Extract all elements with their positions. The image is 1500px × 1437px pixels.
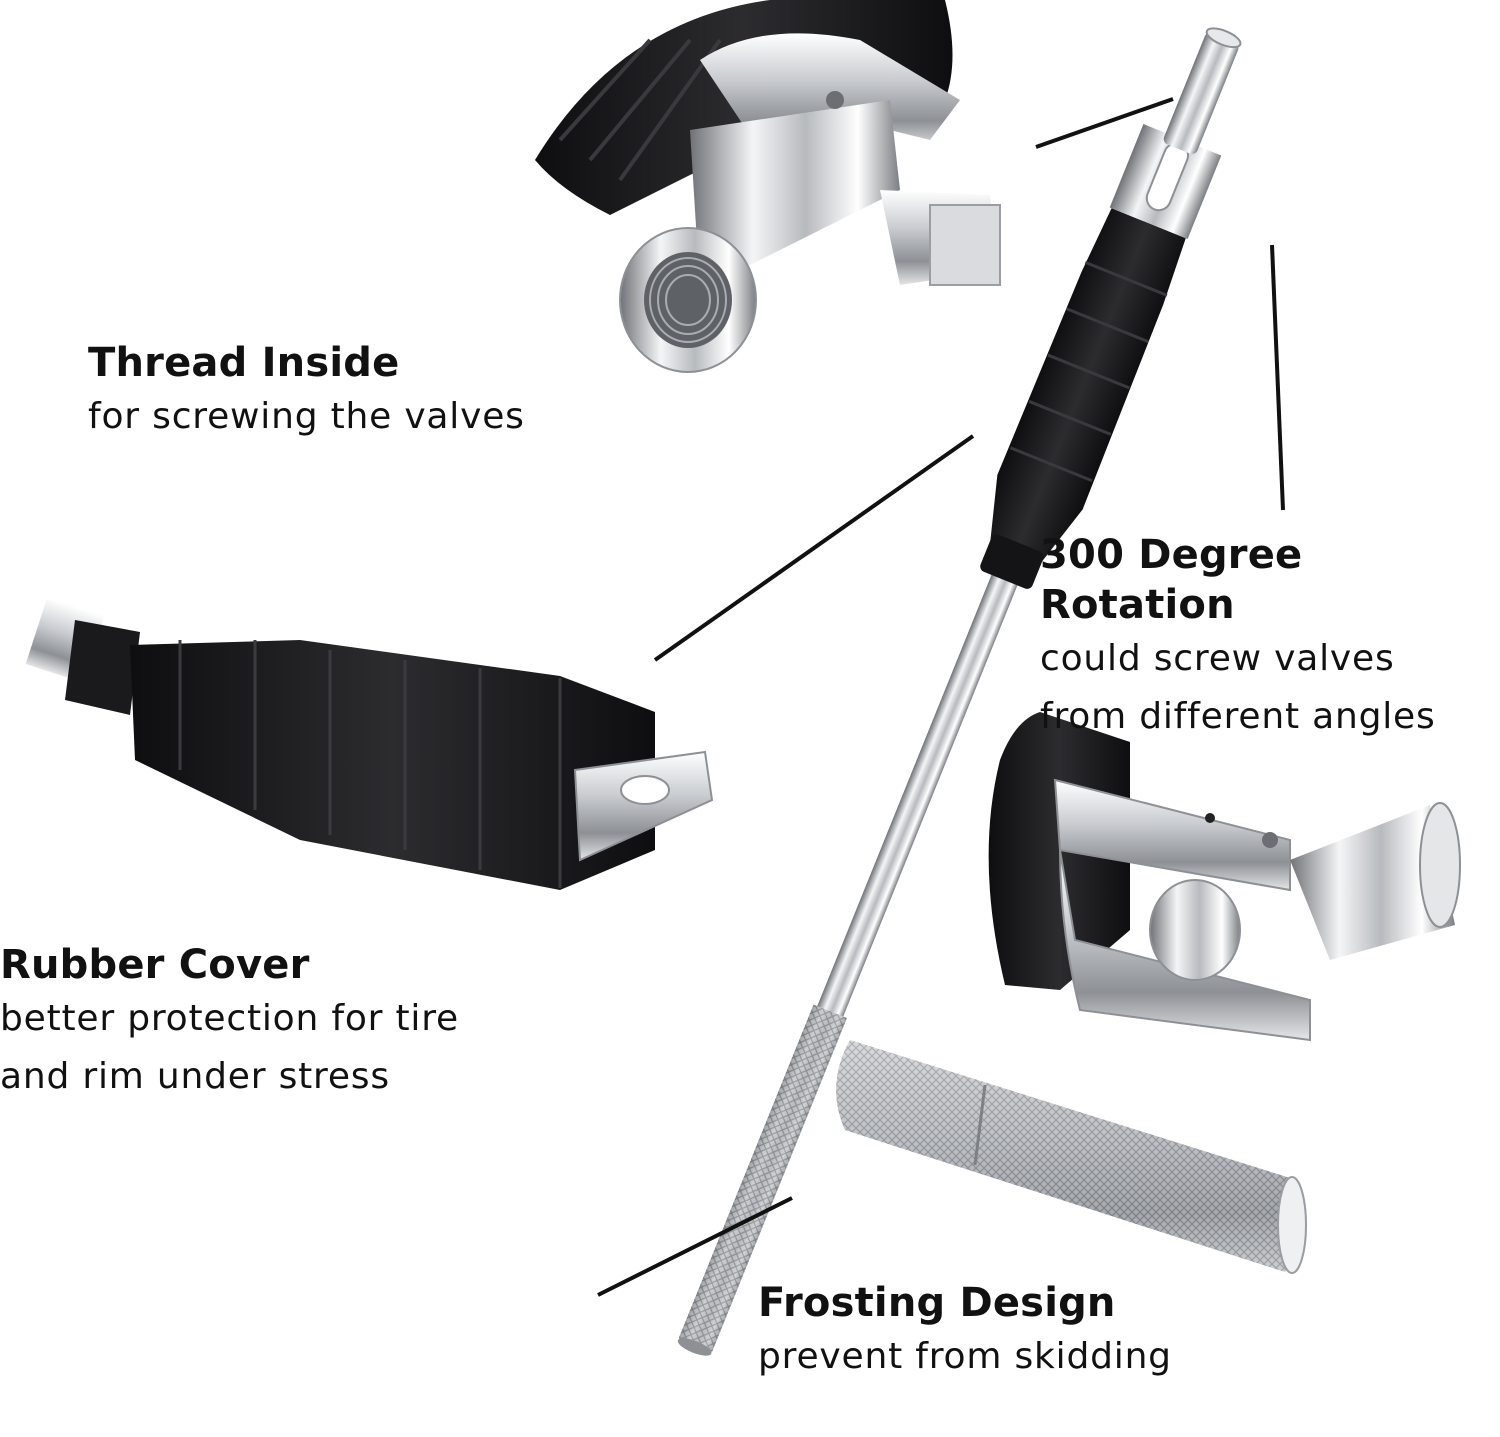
callout-desc-line: better protection for tire [0, 998, 459, 1039]
rotating-pin [1163, 32, 1239, 154]
leader-frosting [597, 1196, 793, 1297]
callout-thread-inside: Thread Inside for screwing the valves [88, 338, 525, 446]
callout-title: Frosting Design [758, 1280, 1116, 1326]
callout-title: Rubber Cover [0, 942, 310, 988]
leader-lines [597, 97, 1285, 1297]
callout-desc-line: from different angles [1040, 696, 1436, 737]
detail-frosting [836, 1040, 1307, 1274]
callout-desc-line: prevent from skidding [758, 1336, 1172, 1377]
detail-rotation [988, 712, 1461, 1042]
rubber-grip [989, 208, 1186, 567]
callout-title: Thread Inside [88, 340, 400, 386]
leader-thread [1035, 97, 1174, 149]
callout-desc-line: and rim under stress [0, 1056, 390, 1097]
leader-rotation [1270, 244, 1285, 511]
callout-rubber-cover: Rubber Cover better protection for tire … [0, 940, 459, 1106]
tool-main [677, 27, 1242, 1356]
callout-title: 300 Degree Rotation [1040, 532, 1303, 628]
leader-rubber [653, 434, 975, 662]
detail-rubber-cover [25, 597, 714, 890]
callout-frosting-design: Frosting Design prevent from skidding [758, 1278, 1172, 1386]
callout-300-degree-rotation: 300 Degree Rotation could screw valves f… [1040, 530, 1500, 746]
tool-rod [677, 27, 1242, 1356]
callout-desc-line: could screw valves [1040, 638, 1395, 679]
detail-thread-inside [535, 0, 1001, 373]
callout-desc-line: for screwing the valves [88, 396, 525, 437]
